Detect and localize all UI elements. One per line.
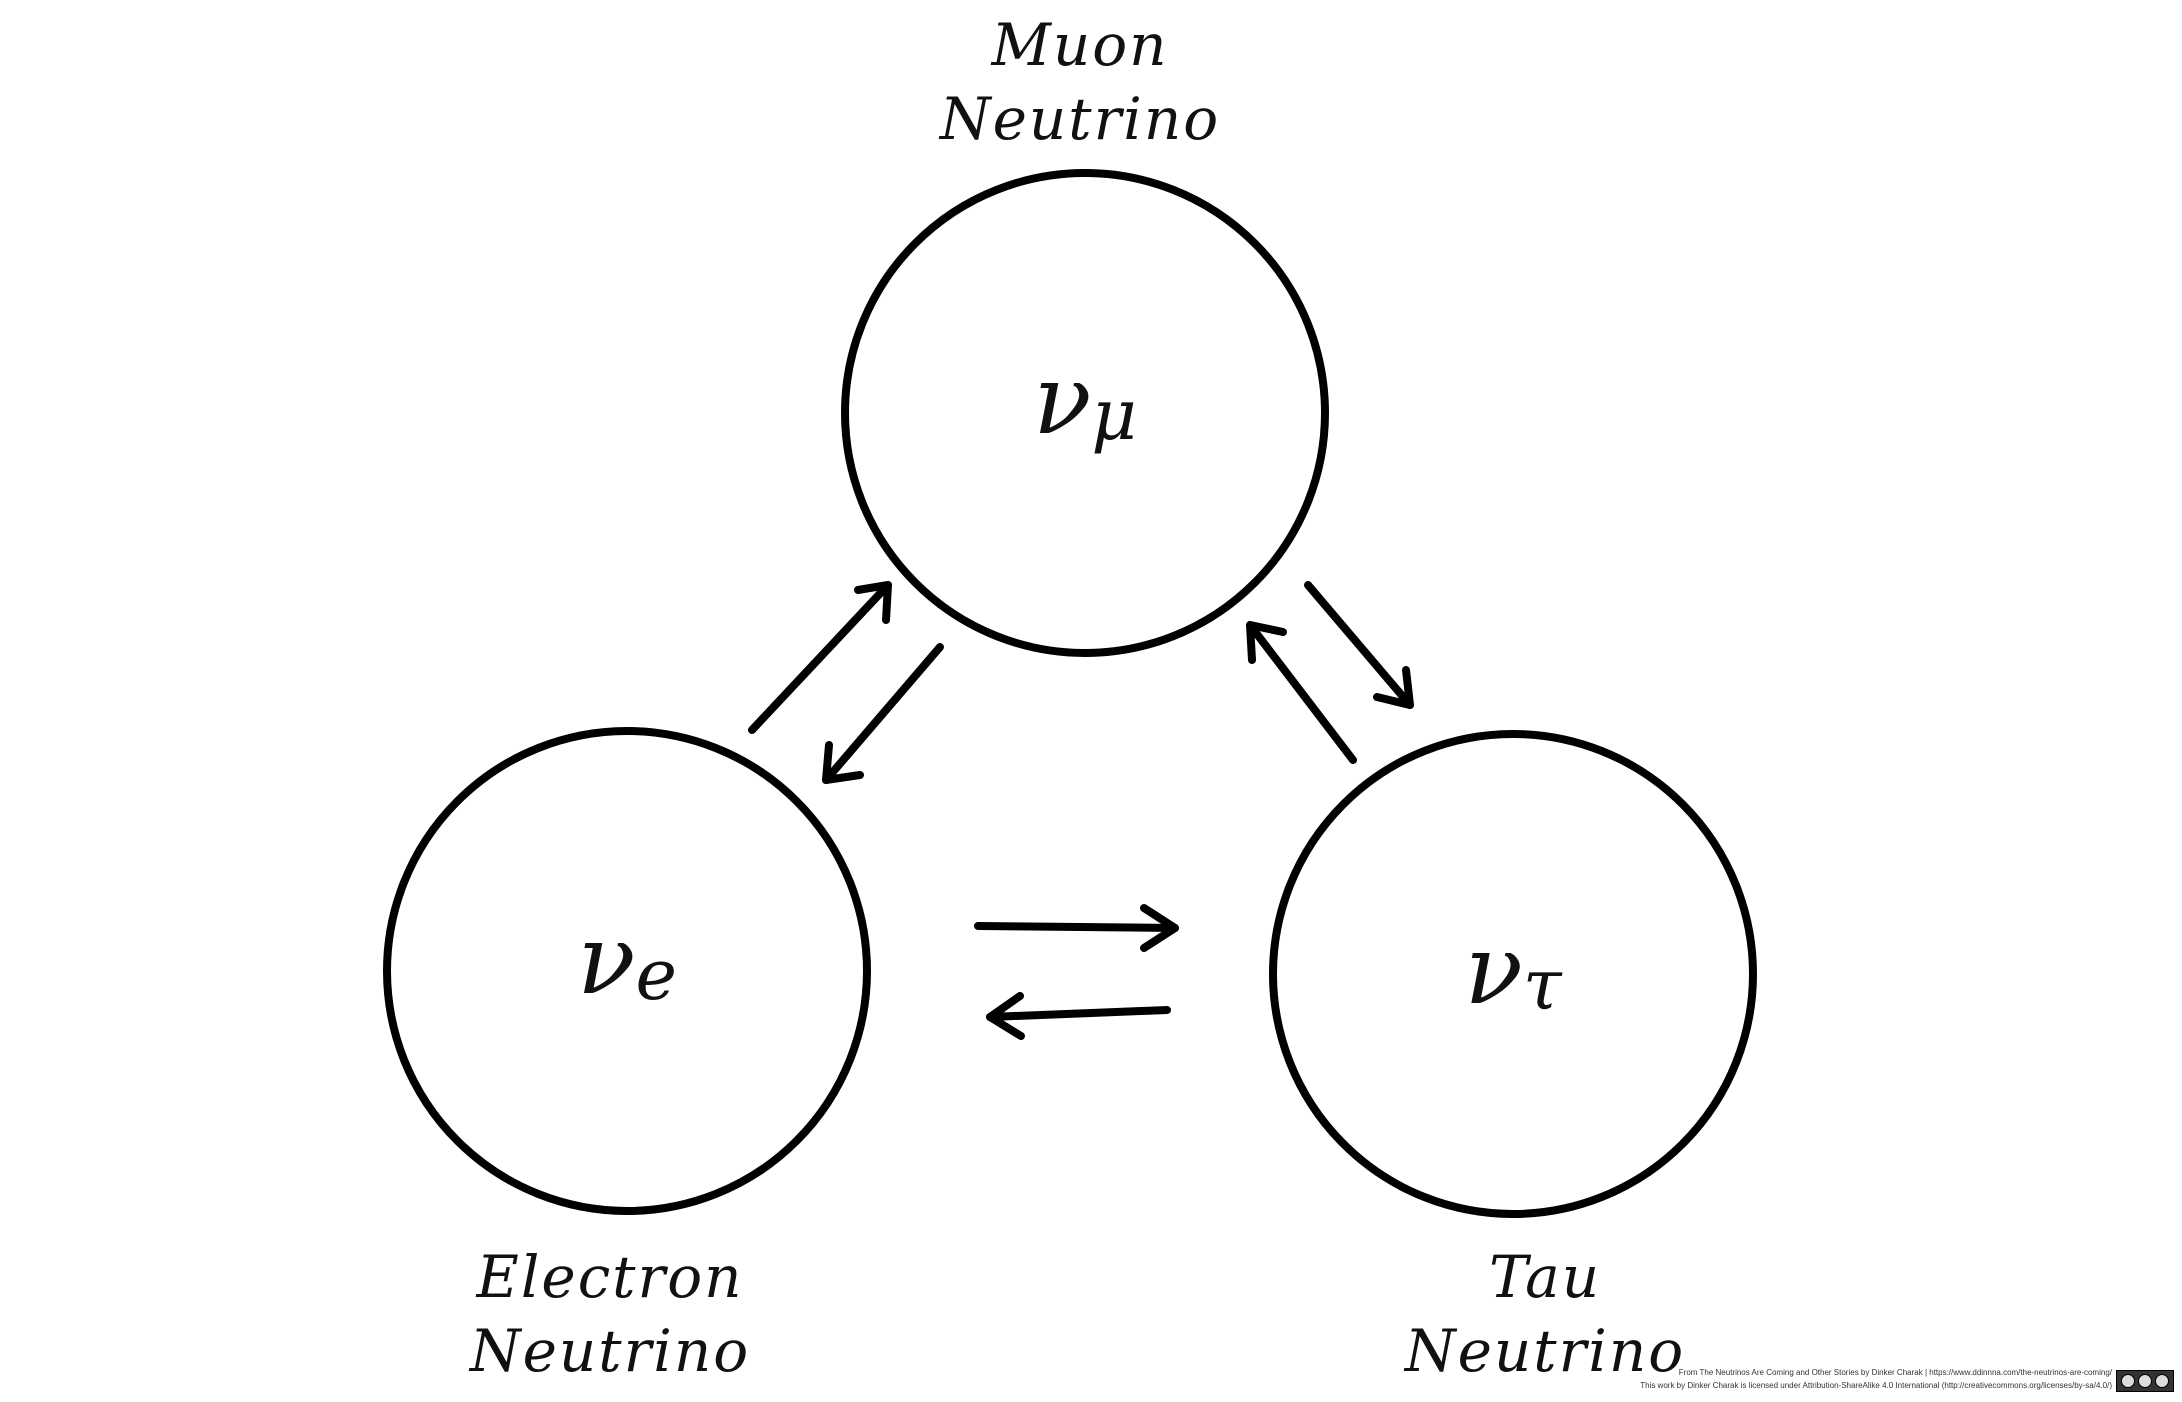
sa-icon (2154, 1374, 2169, 1388)
muon-symbol-base: ν (1033, 344, 1092, 456)
tau-neutrino-label: Tau Neutrino (1345, 1240, 1745, 1388)
muon-neutrino-symbol: νμ (955, 350, 1215, 465)
muon-neutrino-circle (841, 169, 1329, 657)
muon-label-line1: Muon (991, 11, 1169, 79)
electron-symbol-subscript: e (635, 934, 677, 1016)
attribution-footer: From The Neutrinos Are Coming and Other … (1640, 1366, 2112, 1392)
arrow-muon-to-electron (822, 643, 944, 784)
electron-neutrino-symbol: νe (497, 910, 757, 1025)
by-icon (2137, 1374, 2152, 1388)
muon-neutrino-label: Muon Neutrino (880, 8, 1280, 156)
tau-label-line2: Neutrino (1404, 1317, 1686, 1385)
tau-symbol-subscript: τ (1522, 944, 1562, 1026)
arrow-electron-to-tau (974, 904, 1179, 952)
muon-symbol-subscript: μ (1091, 374, 1137, 456)
electron-symbol-base: ν (577, 904, 636, 1016)
tau-label-line1: Tau (1488, 1243, 1602, 1311)
tau-neutrino-symbol: ντ (1383, 920, 1643, 1035)
arrow-tau-to-electron (986, 992, 1171, 1040)
cc-license-badge (2116, 1370, 2174, 1392)
attribution-line-2: This work by Dinker Charak is licensed u… (1640, 1381, 2112, 1390)
arrow-tau-to-muon (1246, 621, 1357, 764)
arrow-muon-to-tau (1304, 581, 1414, 709)
cc-icon (2121, 1374, 2136, 1388)
arrow-electron-to-muon (748, 581, 892, 734)
electron-label-line1: Electron (476, 1243, 744, 1311)
muon-label-line2: Neutrino (939, 85, 1221, 153)
attribution-line-1: From The Neutrinos Are Coming and Other … (1678, 1368, 2112, 1377)
electron-label-line2: Neutrino (469, 1317, 751, 1385)
electron-neutrino-circle (383, 727, 871, 1215)
tau-neutrino-circle (1269, 730, 1757, 1218)
electron-neutrino-label: Electron Neutrino (410, 1240, 810, 1388)
tau-symbol-base: ν (1464, 914, 1523, 1026)
